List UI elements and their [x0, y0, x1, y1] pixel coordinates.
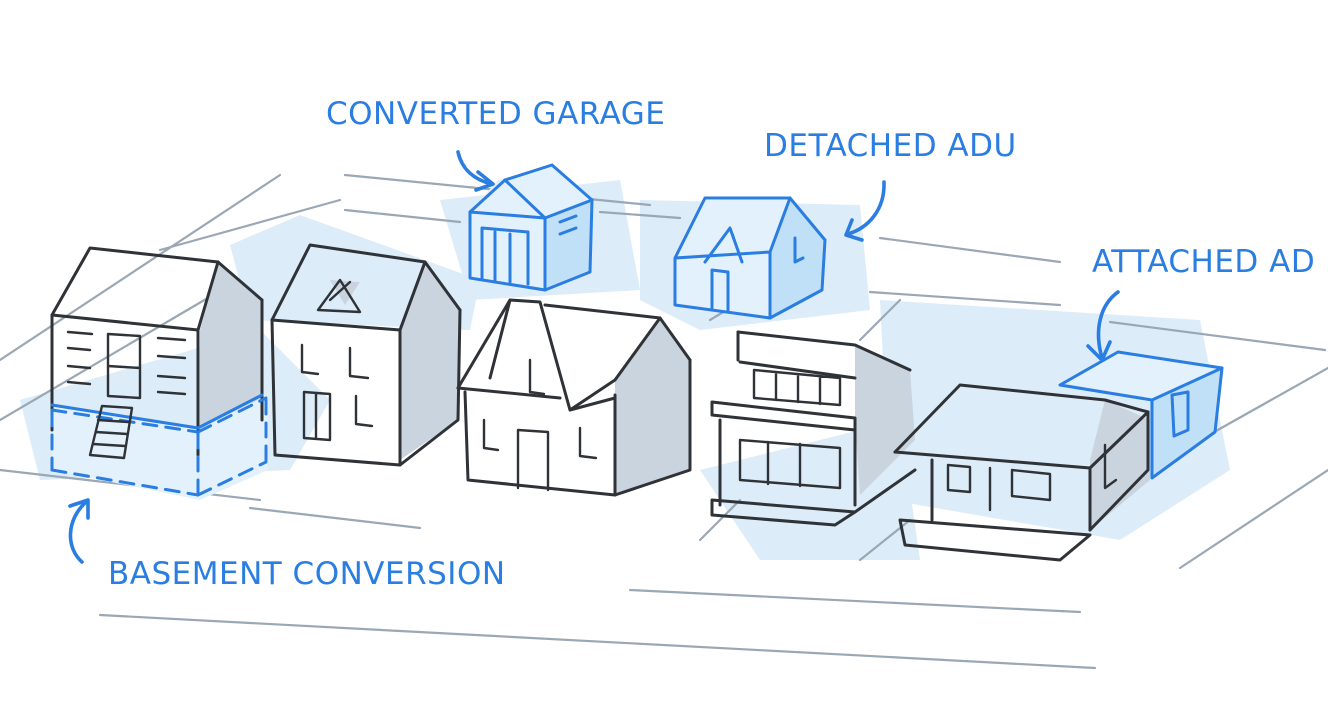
house-modern: [710, 330, 917, 527]
adu-attached: [1058, 350, 1224, 480]
house-two-story: [270, 243, 462, 467]
house-ranch: [893, 383, 1150, 562]
label-basement-conversion: BASEMENT CONVERSION: [108, 556, 506, 592]
label-attached-adu: ATTACHED AD: [1092, 244, 1315, 280]
arrow-converted-garage-head: [474, 170, 495, 192]
arrow-basement-conversion-head: [68, 498, 90, 520]
arrow-basement-conversion: [68, 500, 88, 564]
house-gable: [456, 298, 692, 497]
arrow-attached-adu-head: [1086, 340, 1112, 362]
arrow-attached-adu: [1096, 290, 1120, 360]
arrow-detached-adu: [846, 180, 886, 236]
label-converted-garage: CONVERTED GARAGE: [326, 96, 665, 132]
labels: CONVERTED GARAGE DETACHED ADU ATTACHED A…: [108, 96, 1315, 592]
label-arrows: [68, 150, 1120, 564]
house-basement-conversion: [50, 246, 268, 500]
arrow-converted-garage: [456, 150, 494, 186]
arrow-detached-adu-head: [844, 218, 864, 242]
adu-detached: [673, 196, 827, 320]
garage-converted: [468, 163, 594, 292]
label-detached-adu: DETACHED ADU: [764, 128, 1017, 164]
